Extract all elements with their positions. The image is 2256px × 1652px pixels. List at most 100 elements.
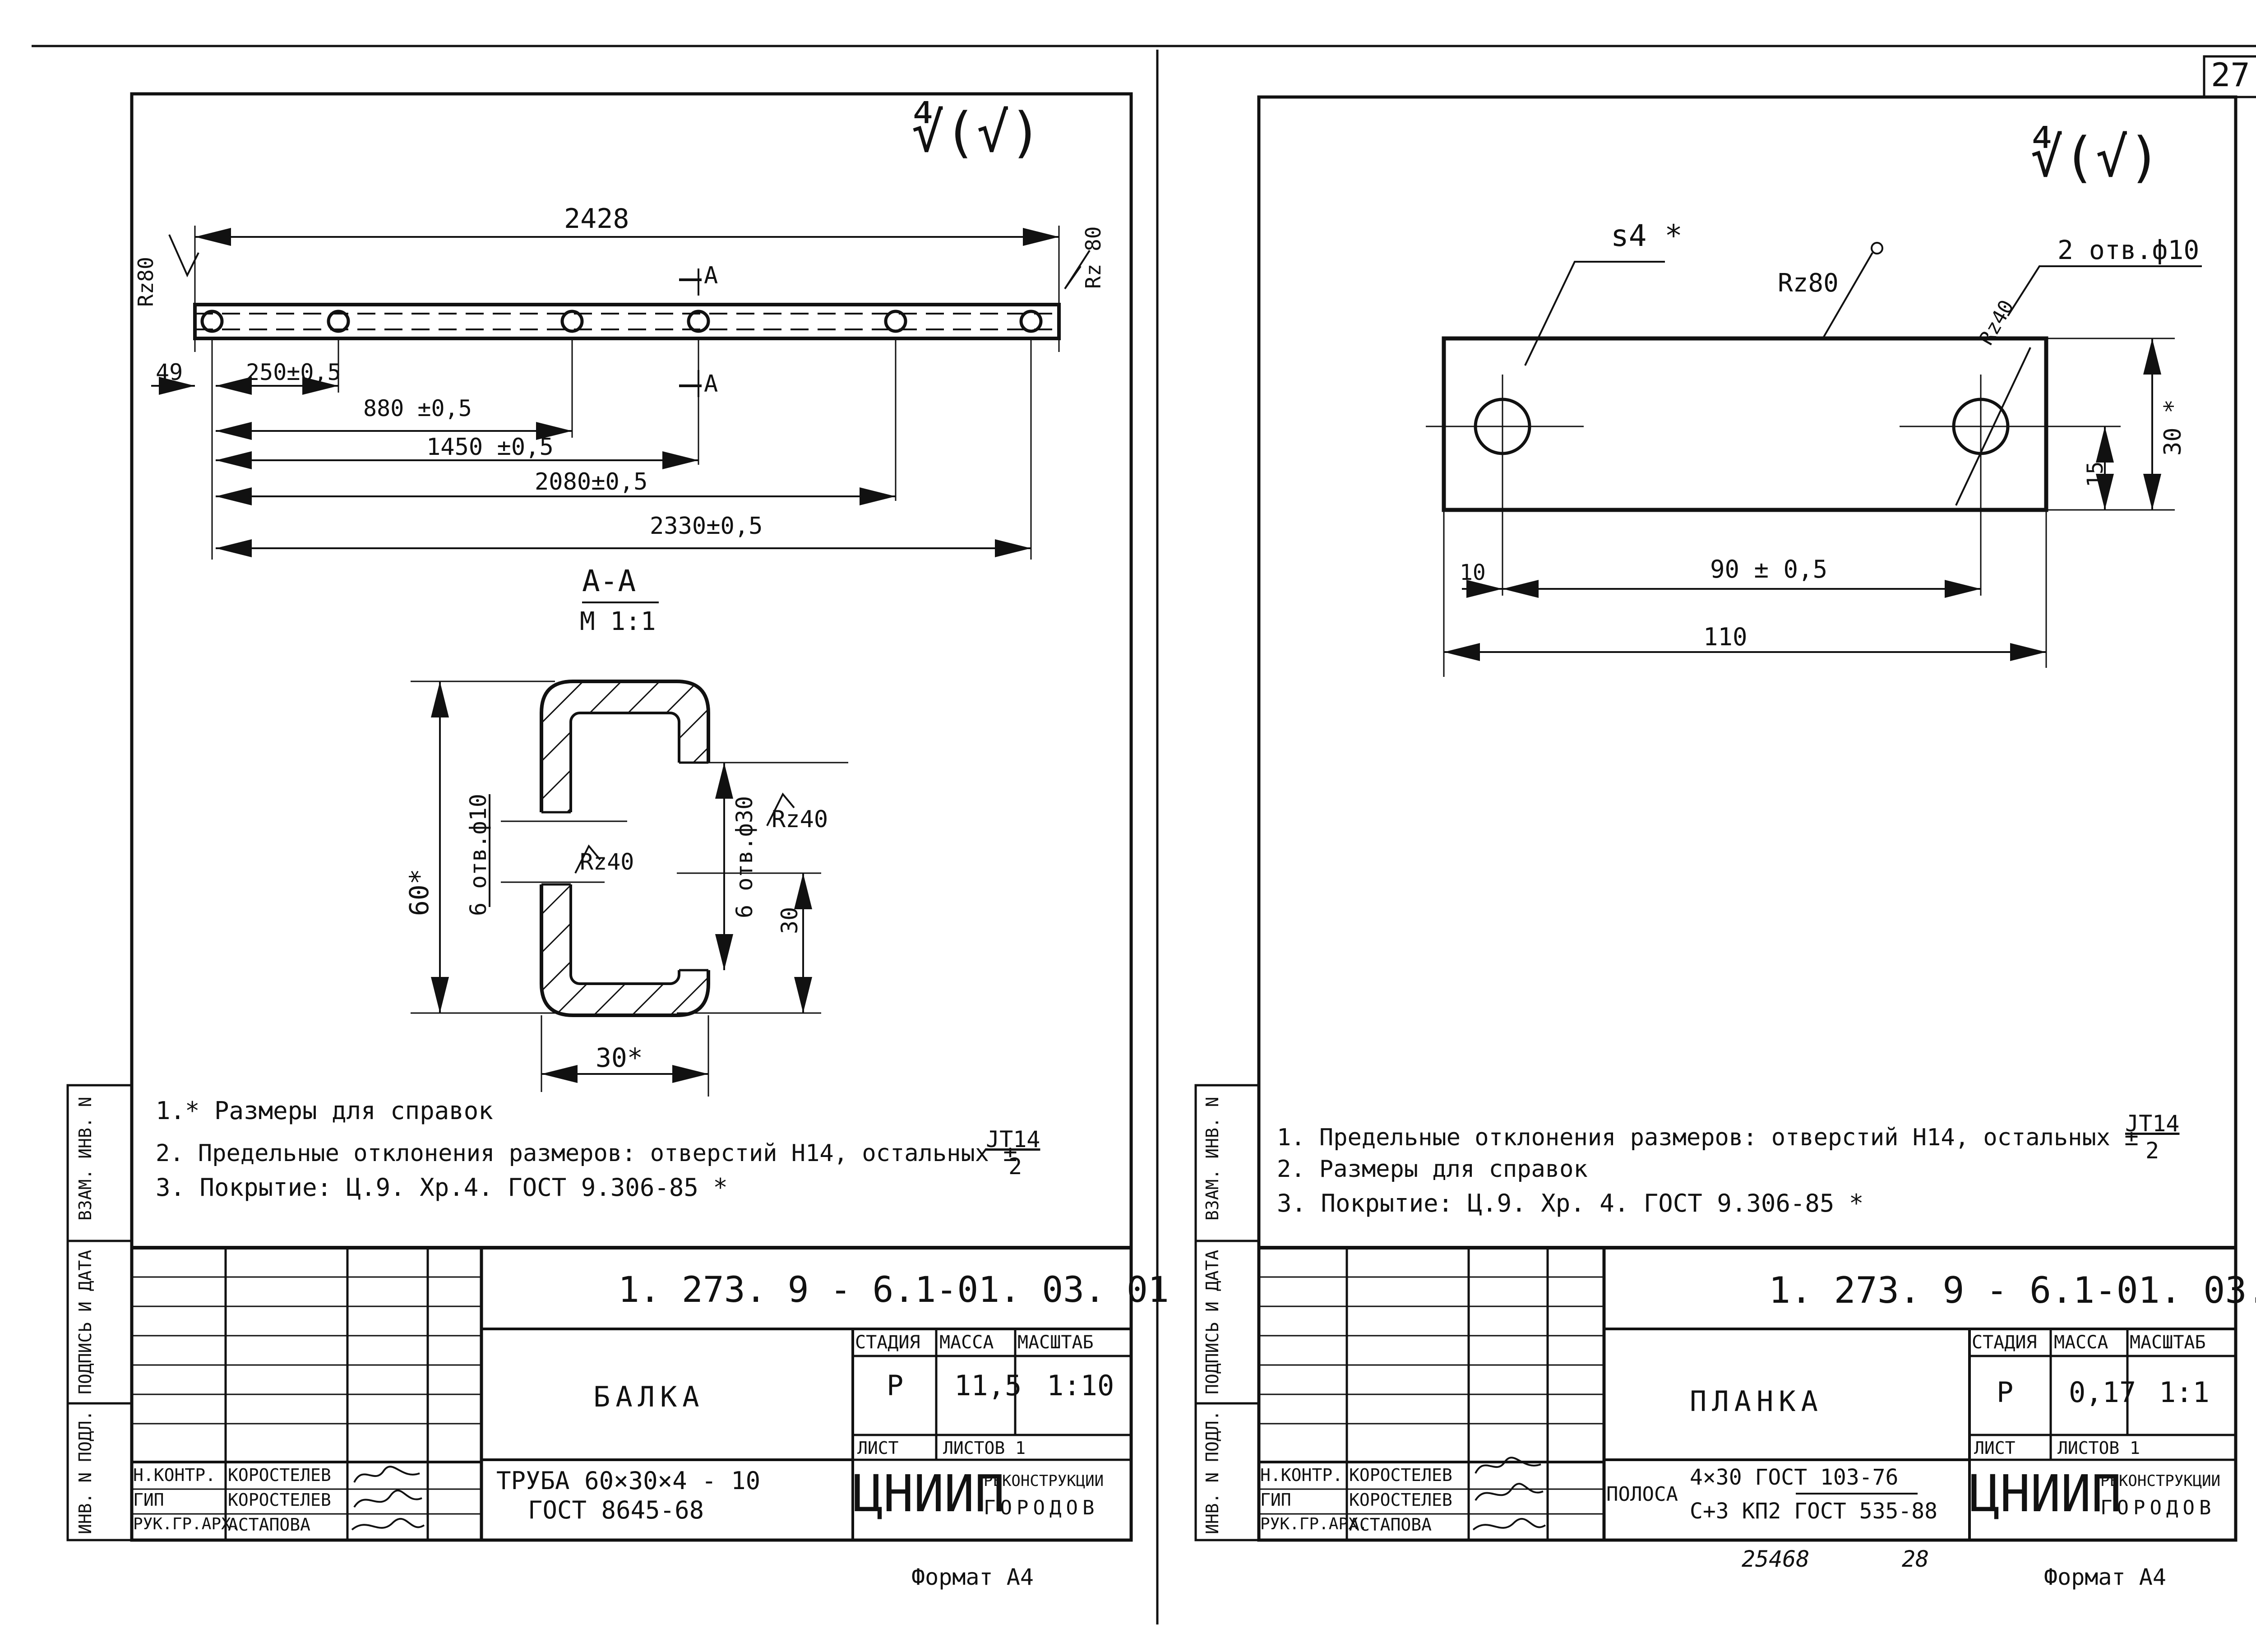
- section-title: А-А: [582, 564, 636, 598]
- left-stamp-org-big: ЦНИИП: [853, 1465, 1005, 1523]
- right-signer-name-3: АСТАПОВА: [1349, 1515, 1432, 1535]
- right-stamp-material-1: 4×30 ГОСТ 103-76: [1690, 1465, 1899, 1490]
- section-height: 60*: [404, 869, 435, 916]
- left-signer-role-2: ГИП: [133, 1490, 164, 1510]
- beam-section-mark-bottom: А: [704, 370, 718, 398]
- beam-dim-2330: 2330±0,5: [650, 513, 763, 540]
- left-stamp-org-small-2: ГОРОДОВ: [984, 1496, 1099, 1519]
- page-number: 27: [2211, 56, 2250, 94]
- plate-rough-top: Rz80: [1778, 268, 1839, 298]
- left-stamp-v-stage: Р: [887, 1369, 904, 1402]
- beam-dim-2080: 2080±0,5: [535, 468, 648, 495]
- beam-overall-length: 2428: [564, 203, 629, 235]
- plate-length: 110: [1703, 623, 1747, 651]
- right-sheet-frame: [1194, 55, 2256, 1542]
- left-stamp-h-stage: СТАДИЯ: [855, 1332, 920, 1353]
- beam-dim-1450: 1450 ±0,5: [426, 434, 554, 461]
- right-stamp-sheets: ЛИСТОВ 1: [2057, 1438, 2140, 1458]
- left-note-2: 2. Предельные отклонения размеров: отвер…: [156, 1140, 1017, 1167]
- right-stamp-code: 1. 273. 9 - 6.1-01. 03. 02: [1769, 1269, 2256, 1311]
- left-stamp-code: 1. 273. 9 - 6.1-01. 03. 01: [618, 1270, 1169, 1310]
- section-drawing: [411, 602, 848, 1097]
- right-stamp-v-scale: 1:1: [2159, 1376, 2210, 1409]
- plate-pitch: 90 ± 0,5: [1710, 555, 1828, 583]
- section-half: 30: [777, 907, 803, 934]
- left-signer-name-1: КОРОСТЕЛЕВ: [228, 1465, 331, 1485]
- plate-half: 15: [2083, 461, 2108, 487]
- right-stamp-v-mass: 0,17: [2069, 1376, 2136, 1409]
- right-note-1: 1. Предельные отклонения размеров: отвер…: [1277, 1124, 2139, 1151]
- right-signer-role-2: ГИП: [1260, 1490, 1291, 1510]
- right-stamp-grid: [1259, 1246, 2236, 1540]
- left-signer-role-1: Н.КОНТР.: [133, 1465, 216, 1485]
- beam-rough-right: Rz 80: [1081, 226, 1105, 289]
- left-signer-name-3: АСТАПОВА: [228, 1515, 311, 1535]
- beam-dim-250: 250±0,5: [246, 359, 341, 385]
- beam-drawing: [151, 226, 1091, 560]
- left-stamp-org-small-1: РЕКОНСТРУКЦИИ: [984, 1472, 1104, 1490]
- left-stamp-material-2: ГОСТ 8645-68: [528, 1496, 704, 1524]
- right-note-fraction-den: 2: [2145, 1138, 2159, 1164]
- right-format: Формат А4: [2044, 1564, 2166, 1590]
- right-side-label-2: ПОДПИСЬ И ДАТА: [1202, 1249, 1222, 1394]
- right-stamp-org-big: ЦНИИП: [1969, 1465, 2122, 1523]
- section-holes-left: 6 отв.ф10: [465, 794, 491, 916]
- plate-edge: 10: [1460, 560, 1486, 585]
- section-rough-outer: Rz40: [772, 806, 828, 833]
- plate-thickness: s4 *: [1611, 218, 1683, 253]
- right-stamp-material-2: С+3 КП2 ГОСТ 535-88: [1690, 1499, 1938, 1524]
- right-stamp-name: ПЛАНКА: [1690, 1385, 1823, 1418]
- right-stamp-h-stage: СТАДИЯ: [1972, 1332, 2037, 1353]
- left-side-label-1: ВЗАМ. ИНВ. N: [75, 1097, 95, 1221]
- right-archive-page: 28: [1902, 1546, 1929, 1572]
- right-side-label-3: ИНВ. N ПОДЛ.: [1202, 1410, 1222, 1534]
- left-stamp-h-scale: МАСШТАБ: [1017, 1332, 1094, 1353]
- left-stamp-v-scale: 1:10: [1047, 1369, 1114, 1402]
- right-stamp-material-prefix: ПОЛОСА: [1606, 1483, 1678, 1506]
- left-stamp-sheet: ЛИСТ: [857, 1438, 899, 1458]
- right-note-fraction-num: JT14: [2125, 1111, 2180, 1137]
- left-stamp-name: БАЛКА: [593, 1380, 705, 1413]
- right-signer-name-2: КОРОСТЕЛЕВ: [1349, 1490, 1452, 1510]
- beam-section-mark-top: А: [704, 262, 718, 289]
- left-signatures: [351, 1466, 425, 1531]
- left-signer-role-3: РУК.ГР.АРХ.: [133, 1515, 241, 1533]
- left-side-label-3: ИНВ. N ПОДЛ.: [75, 1410, 95, 1534]
- right-stamp-v-stage: Р: [1997, 1376, 2014, 1409]
- section-width: 30*: [596, 1042, 643, 1073]
- right-side-label-1: ВЗАМ. ИНВ. N: [1202, 1097, 1222, 1221]
- right-finish-symbol: ∜(√): [2030, 126, 2161, 189]
- right-note-3: 3. Покрытие: Ц.9. Хр. 4. ГОСТ 9.306-85 *: [1277, 1189, 1864, 1217]
- left-stamp-material-1: ТРУБА 60×30×4 - 10: [496, 1467, 761, 1495]
- left-stamp-sheets: ЛИСТОВ 1: [943, 1438, 1026, 1458]
- left-stamp-v-mass: 11,5: [954, 1369, 1022, 1402]
- section-scale: М 1:1: [580, 607, 656, 636]
- section-rough-inner: Rz40: [580, 849, 634, 875]
- left-side-label-2: ПОДПИСЬ И ДАТА: [75, 1249, 95, 1394]
- left-stamp-h-mass: МАССА: [939, 1332, 994, 1353]
- left-format: Формат А4: [911, 1564, 1034, 1590]
- beam-rough-left: Rz80: [134, 257, 158, 307]
- right-archive-no: 25468: [1742, 1546, 1810, 1572]
- left-note-3: 3. Покрытие: Ц.9. Хр.4. ГОСТ 9.306-85 *: [156, 1173, 728, 1202]
- left-note-fraction-den: 2: [1008, 1153, 1022, 1180]
- left-signer-name-2: КОРОСТЕЛЕВ: [228, 1490, 331, 1510]
- left-stamp-grid: [132, 1246, 1131, 1540]
- right-stamp-h-mass: МАССА: [2054, 1332, 2108, 1353]
- right-stamp-sheet: ЛИСТ: [1974, 1438, 2016, 1458]
- right-signer-role-1: Н.КОНТР.: [1260, 1465, 1343, 1485]
- plate-holes: 2 отв.ф10: [2057, 235, 2200, 265]
- left-note-fraction-num: JT14: [986, 1126, 1040, 1152]
- right-signatures: [1472, 1457, 1546, 1531]
- right-stamp-org-small-1: РЕКОНСТРУКЦИИ: [2100, 1472, 2221, 1490]
- right-signer-role-3: РУК.ГР.АРХ.: [1260, 1515, 1368, 1533]
- section-holes-right: 6 отв.ф30: [731, 796, 758, 918]
- right-note-2: 2. Размеры для справок: [1277, 1156, 1588, 1183]
- left-note-1: 1.* Размеры для справок: [156, 1097, 493, 1125]
- right-stamp-h-scale: МАСШТАБ: [2130, 1332, 2206, 1353]
- left-sheet-frame: [66, 92, 1133, 1542]
- beam-edge-offset: 49: [156, 359, 183, 385]
- left-finish-symbol: ∜(√): [911, 102, 1042, 164]
- right-signer-name-1: КОРОСТЕЛЕВ: [1349, 1465, 1452, 1485]
